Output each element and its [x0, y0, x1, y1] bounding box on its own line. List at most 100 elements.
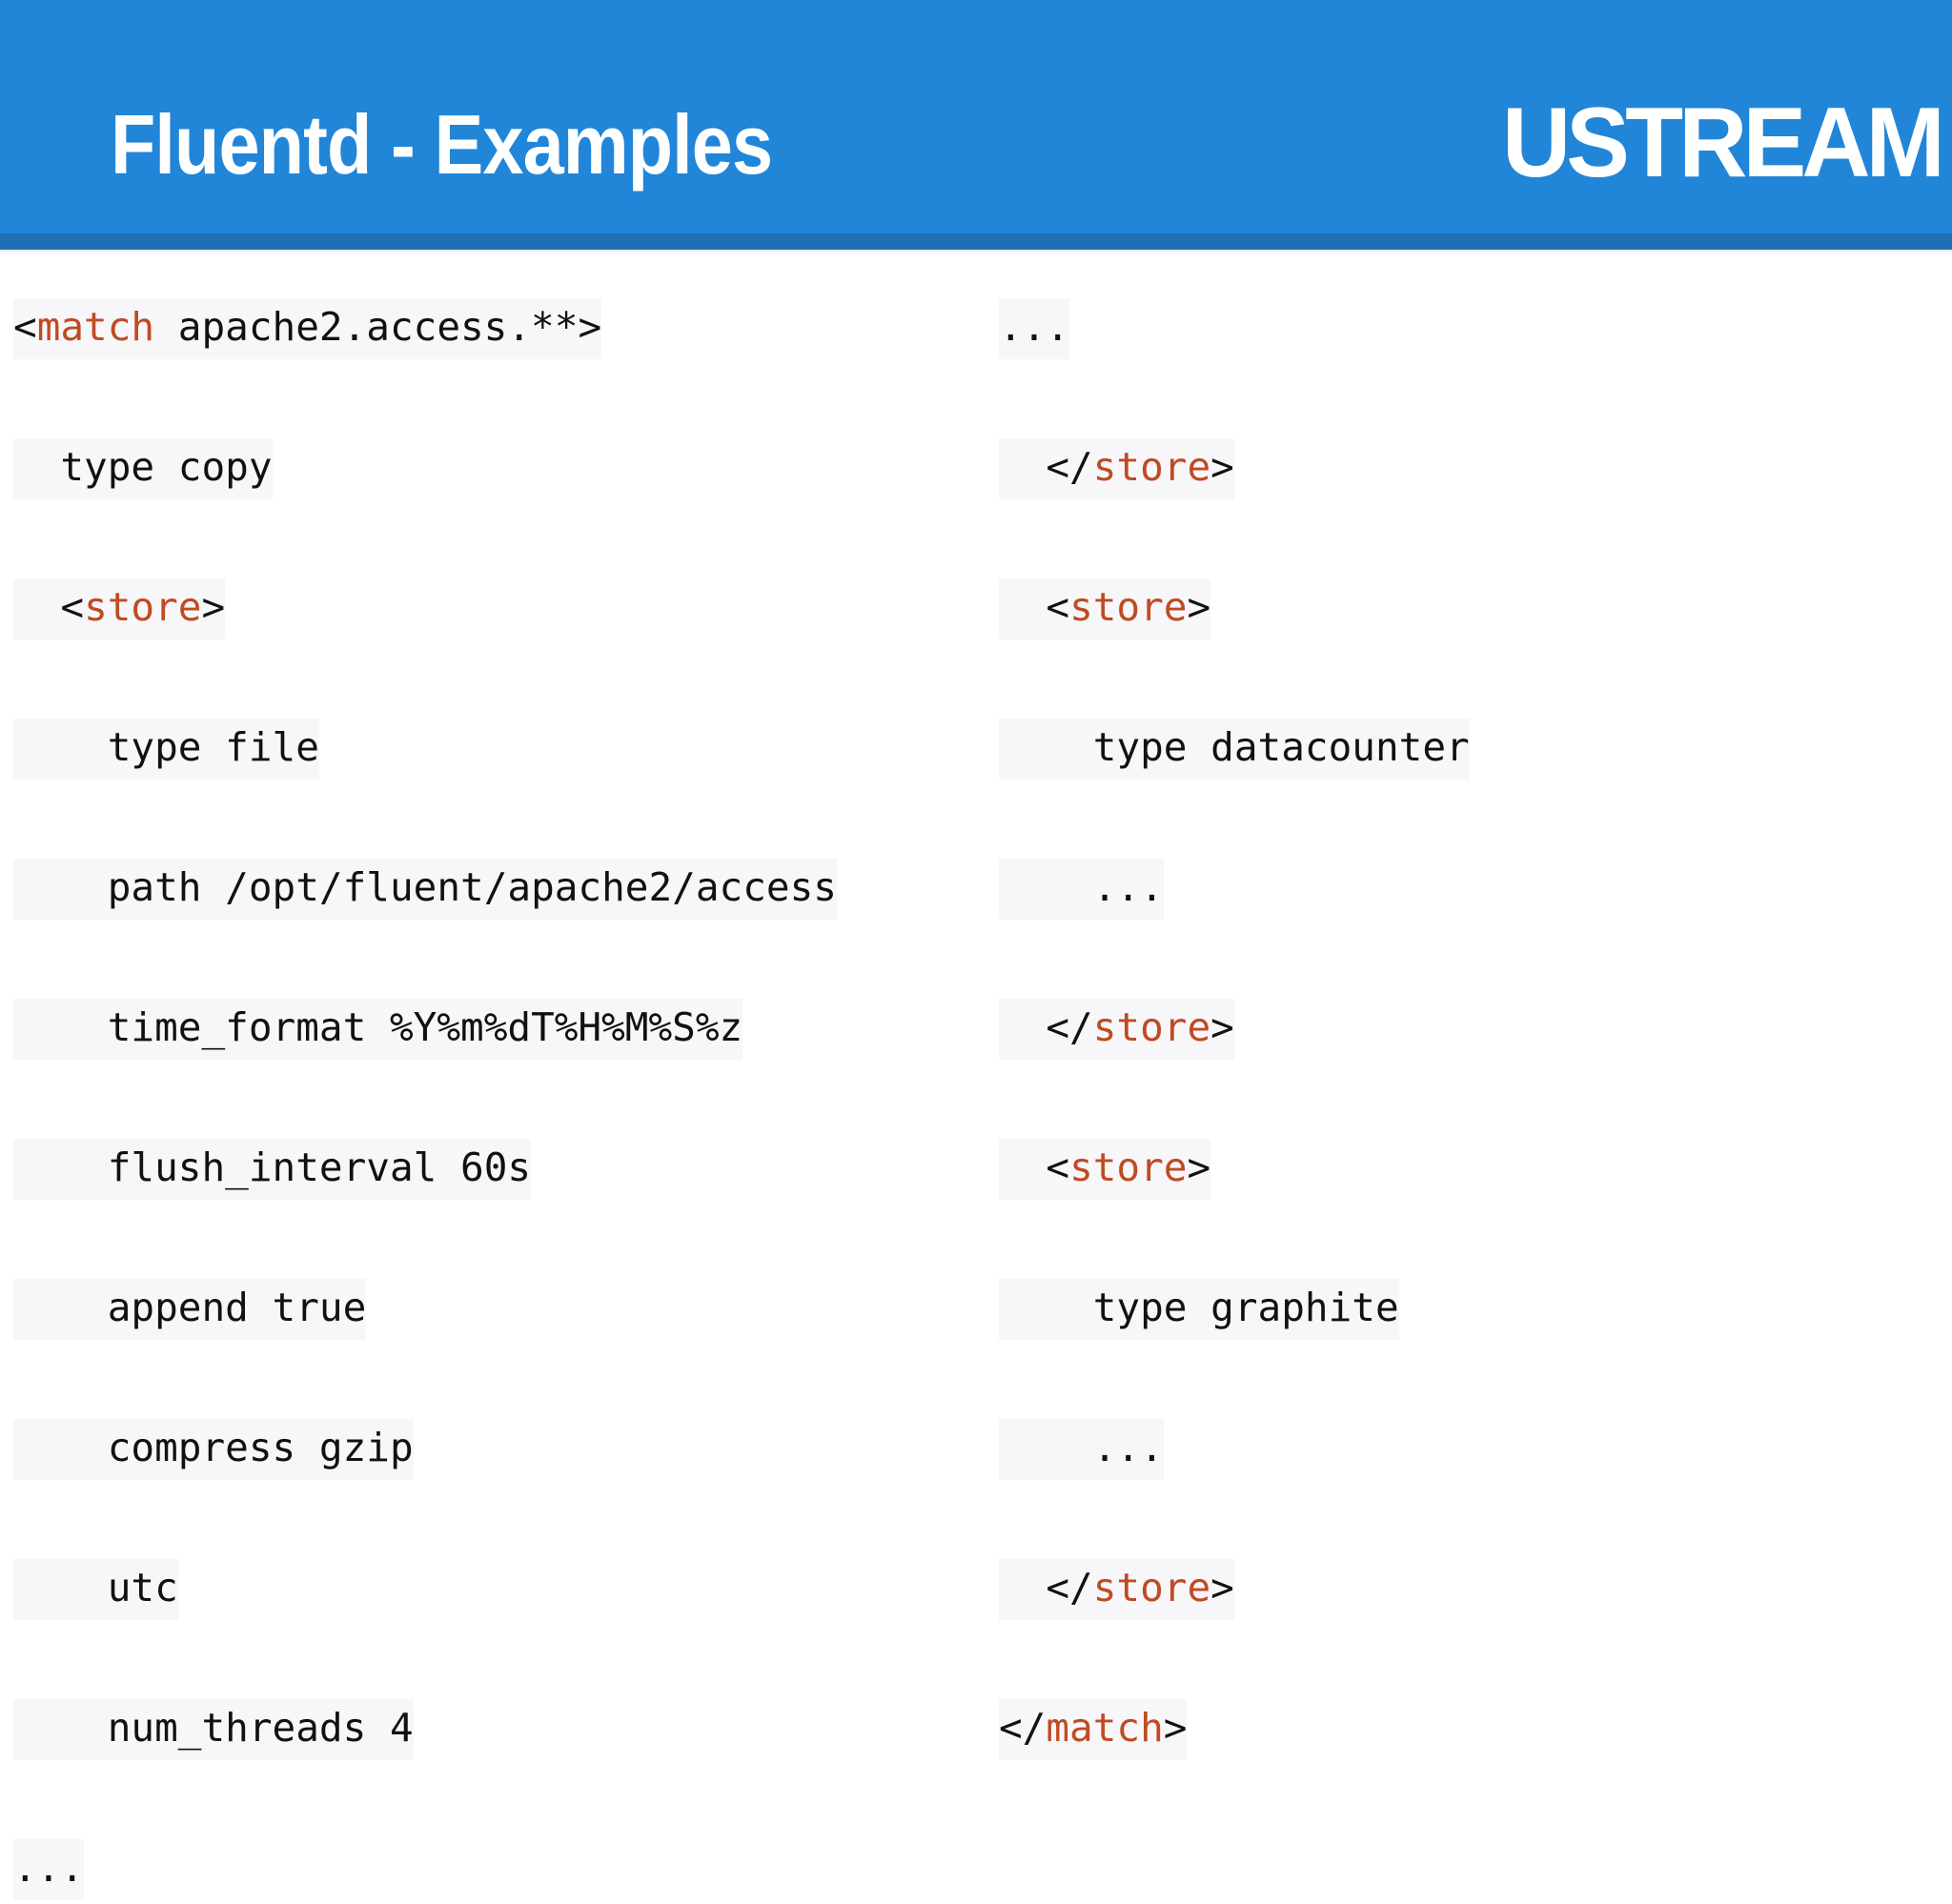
code-tag-name: store	[1069, 584, 1188, 630]
code-token: apache2.access.**	[154, 304, 579, 350]
code-indent	[999, 1285, 1093, 1330]
code-indent	[999, 724, 1093, 770]
code-area: <match apache2.access.**> type copy <sto…	[0, 253, 1952, 1900]
code-indent	[13, 1565, 108, 1610]
code-token: <	[60, 584, 85, 630]
code-indent	[999, 444, 1046, 490]
code-line: <match apache2.access.**>	[13, 293, 837, 363]
code-token: utc	[107, 1565, 178, 1610]
code-token: type copy	[60, 444, 273, 490]
code-line-text: </store>	[999, 1559, 1234, 1620]
code-line: type file	[13, 713, 837, 783]
code-token: </	[1046, 444, 1093, 490]
code-line: ...	[13, 1833, 837, 1904]
code-line-text: compress gzip	[13, 1419, 414, 1480]
code-indent	[999, 584, 1046, 630]
code-line: </store>	[999, 993, 1470, 1063]
code-tag-name: store	[1069, 1144, 1188, 1190]
code-line-text: <store>	[999, 1139, 1211, 1200]
code-tag-name: match	[1046, 1705, 1164, 1751]
code-line-text: <store>	[999, 578, 1211, 639]
code-line: ...	[999, 853, 1470, 923]
code-token: path /opt/fluent/apache2/access	[107, 864, 837, 910]
code-token: type datacounter	[1092, 724, 1470, 770]
code-token: <	[1046, 1144, 1070, 1190]
code-token: >	[1210, 444, 1234, 490]
header-accent-bar	[0, 233, 1952, 250]
code-tag-name: store	[1092, 1004, 1211, 1050]
code-line: </store>	[999, 1553, 1470, 1624]
code-token: <	[13, 304, 37, 350]
code-line-text: type datacounter	[999, 719, 1470, 780]
code-line-text: utc	[13, 1559, 178, 1620]
code-block-right: ... </store> <store> type datacounter ..…	[999, 293, 1470, 1764]
code-line: type copy	[13, 433, 837, 503]
code-indent	[13, 1705, 108, 1751]
code-line-text: <store>	[13, 578, 226, 639]
ustream-logo: USTREAM	[1502, 88, 1945, 198]
code-indent	[13, 1285, 108, 1330]
code-line-text: time_format %Y%m%dT%H%M%S%z	[13, 999, 743, 1060]
code-line-text: path /opt/fluent/apache2/access	[13, 859, 837, 920]
code-line-text: ...	[999, 298, 1070, 359]
code-line: path /opt/fluent/apache2/access	[13, 853, 837, 923]
header-shadow	[0, 250, 1952, 253]
code-tag-name: match	[36, 304, 155, 350]
code-token: ...	[1092, 864, 1164, 910]
code-token: flush_interval 60s	[107, 1144, 532, 1190]
code-indent	[13, 864, 108, 910]
code-token: >	[201, 584, 226, 630]
code-line-text: <match apache2.access.**>	[13, 298, 602, 359]
code-line: </store>	[999, 433, 1470, 503]
code-token: </	[1046, 1004, 1093, 1050]
code-line-text: flush_interval 60s	[13, 1139, 532, 1200]
code-line: time_format %Y%m%dT%H%M%S%z	[13, 993, 837, 1063]
code-line: type datacounter	[999, 713, 1470, 783]
code-token: type graphite	[1092, 1285, 1399, 1330]
code-line-text: </match>	[999, 1699, 1188, 1760]
code-line-text: ...	[999, 859, 1164, 920]
code-indent	[999, 1425, 1093, 1470]
code-line: <store>	[999, 573, 1470, 643]
code-line: ...	[999, 1413, 1470, 1484]
code-token: >	[1210, 1004, 1234, 1050]
code-line: <store>	[13, 573, 837, 643]
code-line-text: type graphite	[999, 1279, 1399, 1340]
code-token: type file	[107, 724, 319, 770]
code-token: num_threads 4	[107, 1705, 414, 1751]
code-token: >	[1163, 1705, 1188, 1751]
code-indent	[999, 1004, 1046, 1050]
code-indent	[13, 444, 60, 490]
code-line: <store>	[999, 1133, 1470, 1204]
code-token: >	[578, 304, 602, 350]
code-indent	[999, 1144, 1046, 1190]
code-indent	[13, 584, 60, 630]
code-line-text: type file	[13, 719, 319, 780]
code-token: compress gzip	[107, 1425, 414, 1470]
code-tag-name: store	[1092, 1565, 1211, 1610]
code-line-text: ...	[999, 1419, 1164, 1480]
code-line: compress gzip	[13, 1413, 837, 1484]
code-token: append true	[107, 1285, 367, 1330]
code-token: ...	[1092, 1425, 1164, 1470]
code-line-text: append true	[13, 1279, 367, 1340]
slide-header-bar: Fluentd - Examples USTREAM	[0, 0, 1952, 233]
code-token: <	[1046, 584, 1070, 630]
code-line: utc	[13, 1553, 837, 1624]
code-token: >	[1210, 1565, 1234, 1610]
code-token: >	[1187, 584, 1211, 630]
code-line: num_threads 4	[13, 1693, 837, 1764]
code-line: flush_interval 60s	[13, 1133, 837, 1204]
code-line-text: ...	[13, 1839, 85, 1900]
code-indent	[999, 864, 1093, 910]
code-indent	[13, 1144, 108, 1190]
code-token: </	[1046, 1565, 1093, 1610]
code-token: </	[999, 1705, 1047, 1751]
code-indent	[13, 1425, 108, 1470]
code-token: ...	[999, 304, 1070, 350]
code-line: ...	[999, 293, 1470, 363]
code-token: ...	[13, 1845, 85, 1891]
code-indent	[13, 1004, 108, 1050]
code-indent	[999, 1565, 1046, 1610]
code-line-text: </store>	[999, 999, 1234, 1060]
